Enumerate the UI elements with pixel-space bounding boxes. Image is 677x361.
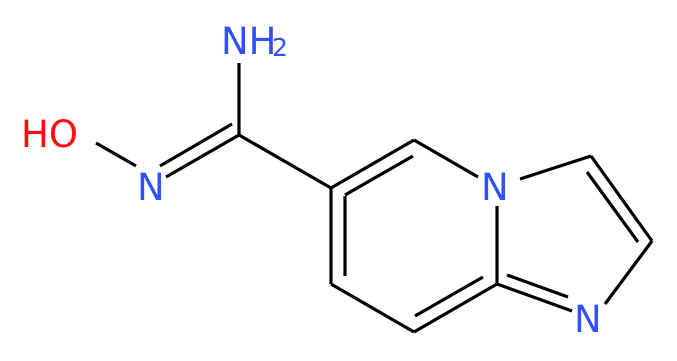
bridgehead-nitrogen-label: N bbox=[481, 166, 509, 209]
bond-c3-c2 bbox=[589, 155, 654, 242]
amine-subscript: 2 bbox=[272, 33, 288, 62]
amine-label: NH bbox=[221, 20, 277, 63]
hydroxyl-label: HO bbox=[21, 113, 78, 156]
bond-n1-c8a-inner bbox=[506, 273, 569, 299]
bond-c-n-oxime-b bbox=[159, 122, 233, 168]
bond-c8a-c8-inner bbox=[414, 275, 484, 318]
oxime-nitrogen-label: N bbox=[137, 166, 165, 209]
bond-n1-c8a bbox=[496, 282, 573, 313]
bond-c5-n4 bbox=[413, 138, 479, 179]
bond-n-o bbox=[95, 141, 137, 168]
bond-c8-c7 bbox=[330, 282, 415, 334]
bond-c-c6 bbox=[238, 133, 332, 190]
bonds bbox=[95, 63, 654, 334]
bond-c6-c5-inner bbox=[344, 154, 414, 197]
bond-c2-n1 bbox=[603, 240, 654, 305]
atom-labels: NH 2 HO N N N bbox=[21, 20, 602, 341]
ring-nitrogen-label: N bbox=[574, 298, 602, 341]
bond-n4-c3 bbox=[519, 154, 592, 181]
bond-c8a-c8 bbox=[413, 282, 498, 334]
bond-c-n-oxime-a bbox=[165, 133, 240, 179]
bond-c3-c2-inner bbox=[585, 171, 640, 243]
bond-c6-c5 bbox=[330, 138, 415, 190]
